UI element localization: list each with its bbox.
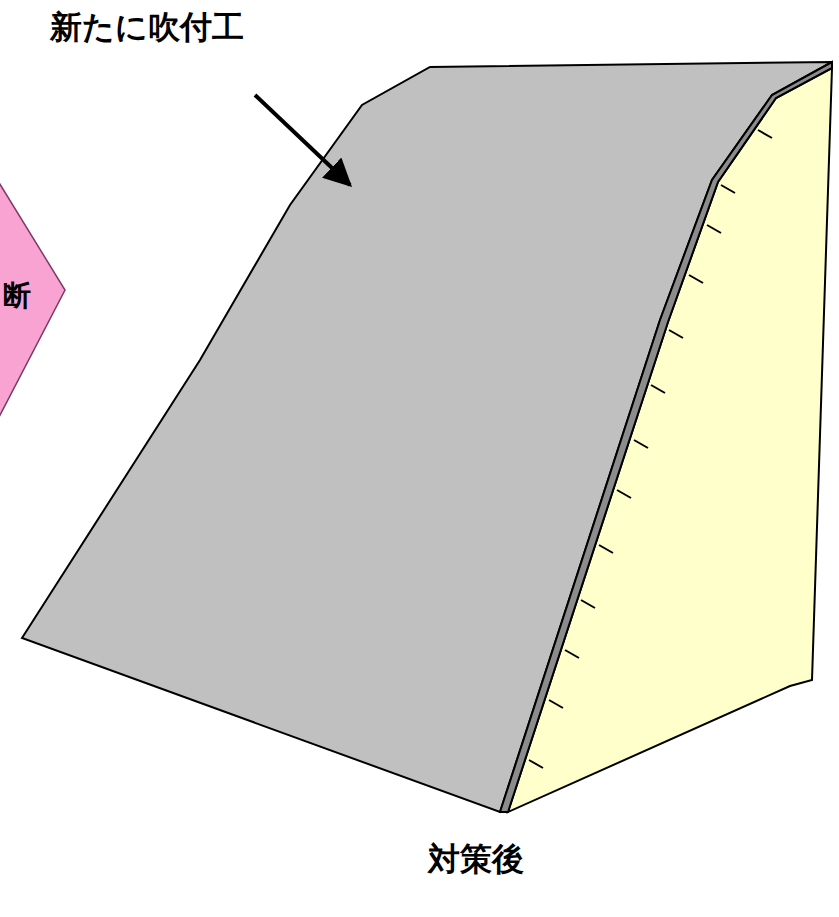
arrow-polygon [0,181,65,419]
step-arrow-shape: 断 [0,180,66,420]
step-label: 断 [3,277,31,315]
anchor-ticks [529,130,772,768]
callout-label: 新たに吹付工 [50,6,244,50]
figure-caption: 対策後 [428,838,524,882]
shotcrete-surface [22,62,832,812]
shotcrete-thickness [500,62,832,812]
leader-arrow [255,95,350,185]
